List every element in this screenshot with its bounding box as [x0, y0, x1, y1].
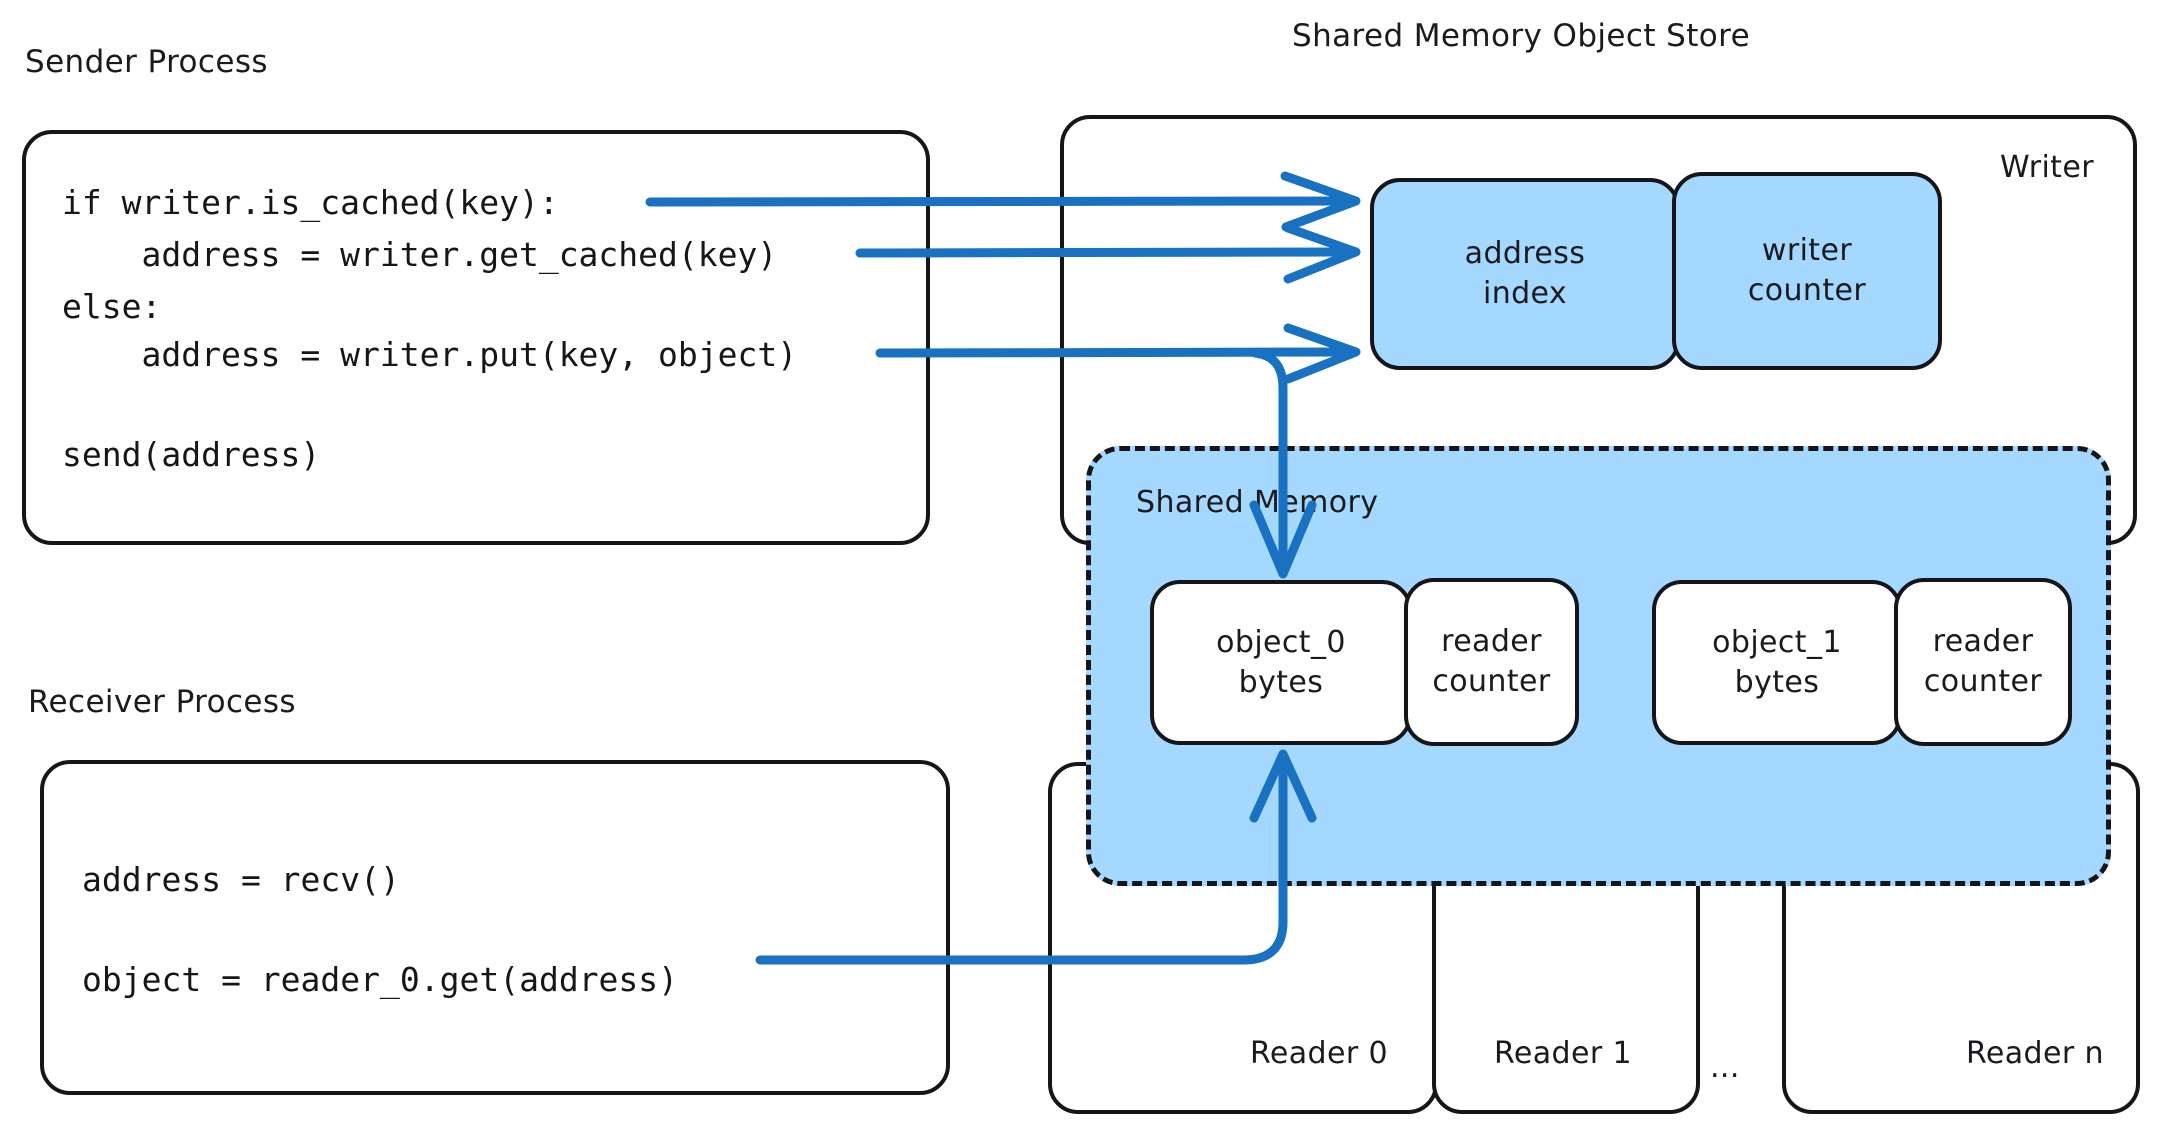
sender-code-line-6: send(address) [62, 435, 321, 474]
reader-0-label: Reader 0 [1250, 1036, 1388, 1071]
sender-code-line-1: if writer.is_cached(key): [62, 183, 559, 222]
shared-memory-object-store-title: Shared Memory Object Store [1292, 18, 1751, 54]
sender-process-title: Sender Process [25, 44, 268, 80]
reader-counter-0-label: reader counter [1432, 624, 1551, 699]
object-1-bytes-cell: object_1 bytes [1652, 580, 1902, 745]
writer-counter-cell: writer counter [1672, 172, 1942, 370]
receiver-code-line-1: address = recv() [82, 860, 400, 899]
receiver-code-line-3: object = reader_0.get(address) [82, 960, 679, 999]
sender-code-line-4: address = writer.put(key, object) [62, 335, 798, 374]
object-0-bytes-label: object_0 bytes [1216, 624, 1346, 700]
object-1-bytes-label: object_1 bytes [1712, 624, 1842, 700]
address-index-cell: address index [1370, 178, 1680, 370]
address-index-label: address index [1464, 236, 1586, 311]
writer-label: Writer [2000, 150, 2094, 185]
reader-counter-1-label: reader counter [1923, 624, 2043, 699]
readers-ellipsis: ... [1710, 1050, 1740, 1085]
reader-counter-1-cell: reader counter [1894, 578, 2072, 746]
receiver-process-box [40, 760, 950, 1095]
reader-n-label: Reader n [1966, 1036, 2104, 1071]
writer-counter-label: writer counter [1747, 233, 1867, 308]
shared-memory-label: Shared Memory [1136, 485, 1379, 520]
receiver-process-title: Receiver Process [28, 684, 296, 720]
sender-code-line-2: address = writer.get_cached(key) [62, 235, 778, 274]
reader-1-label: Reader 1 [1494, 1036, 1632, 1071]
object-0-bytes-cell: object_0 bytes [1150, 580, 1412, 745]
sender-code-line-3: else: [62, 287, 162, 326]
reader-counter-0-cell: reader counter [1404, 578, 1579, 746]
